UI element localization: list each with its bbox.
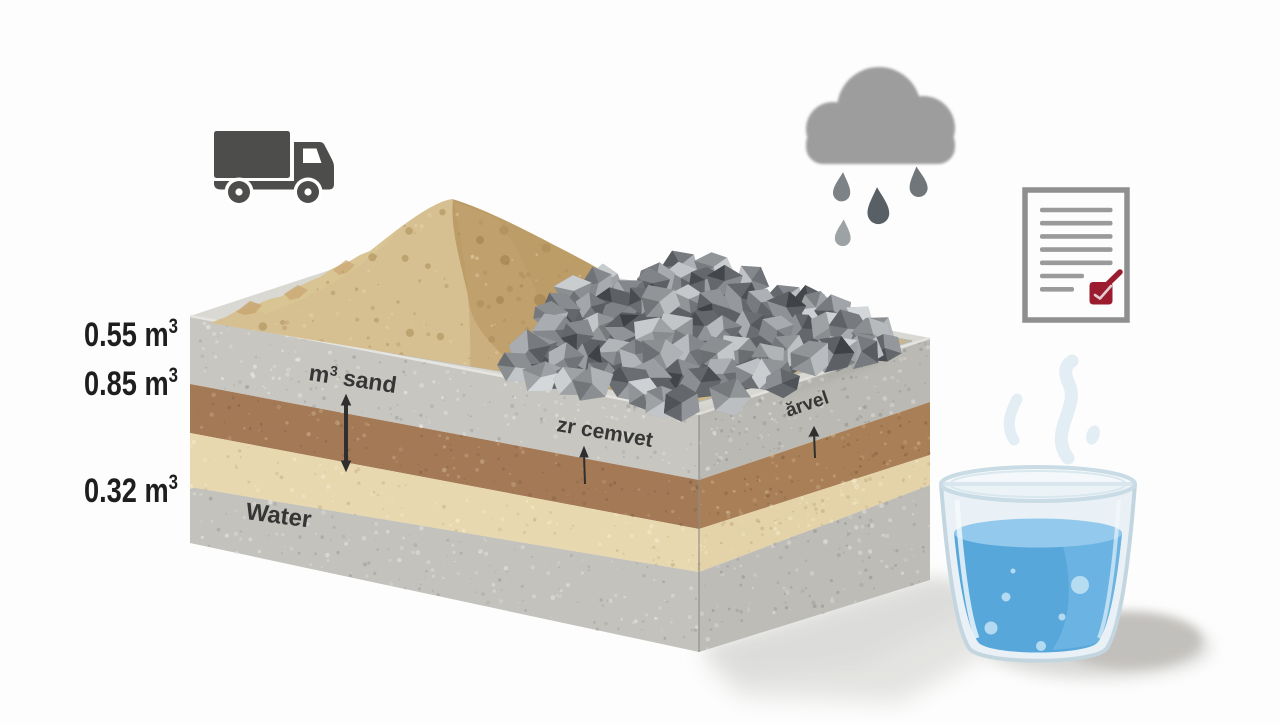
svg-text:0.32 m3: 0.32 m3 (84, 471, 178, 510)
svg-text:0.55 m3: 0.55 m3 (84, 315, 178, 354)
svg-text:0.85 m3: 0.85 m3 (84, 364, 178, 403)
